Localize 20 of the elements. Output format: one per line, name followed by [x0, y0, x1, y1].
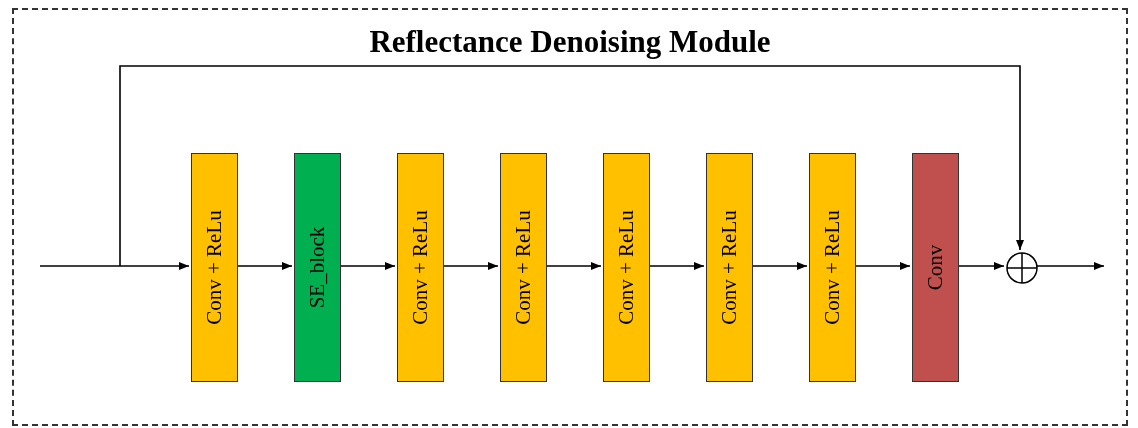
- layer-block: [912, 153, 959, 382]
- module-frame: [12, 8, 1128, 426]
- layer-block: [706, 153, 753, 382]
- block-label: SE_block: [305, 226, 330, 309]
- block-label: Conv + ReLu: [408, 210, 433, 325]
- arrow: [39, 262, 190, 270]
- layer-block: [603, 153, 650, 382]
- layer-block: [397, 153, 444, 382]
- layer-block: [500, 153, 547, 382]
- layer-block: [809, 153, 856, 382]
- module-title: Reflectance Denoising Module: [368, 24, 772, 60]
- block-label: Conv + ReLu: [820, 210, 845, 325]
- layer-block: [294, 153, 341, 382]
- layer-block: [191, 153, 238, 382]
- block-label: Conv + ReLu: [511, 210, 536, 325]
- block-label: Conv + ReLu: [202, 210, 227, 325]
- block-label: Conv + ReLu: [717, 210, 742, 325]
- block-label: Conv + ReLu: [614, 210, 639, 325]
- block-label: Conv: [923, 244, 948, 291]
- arrow: [119, 65, 1024, 267]
